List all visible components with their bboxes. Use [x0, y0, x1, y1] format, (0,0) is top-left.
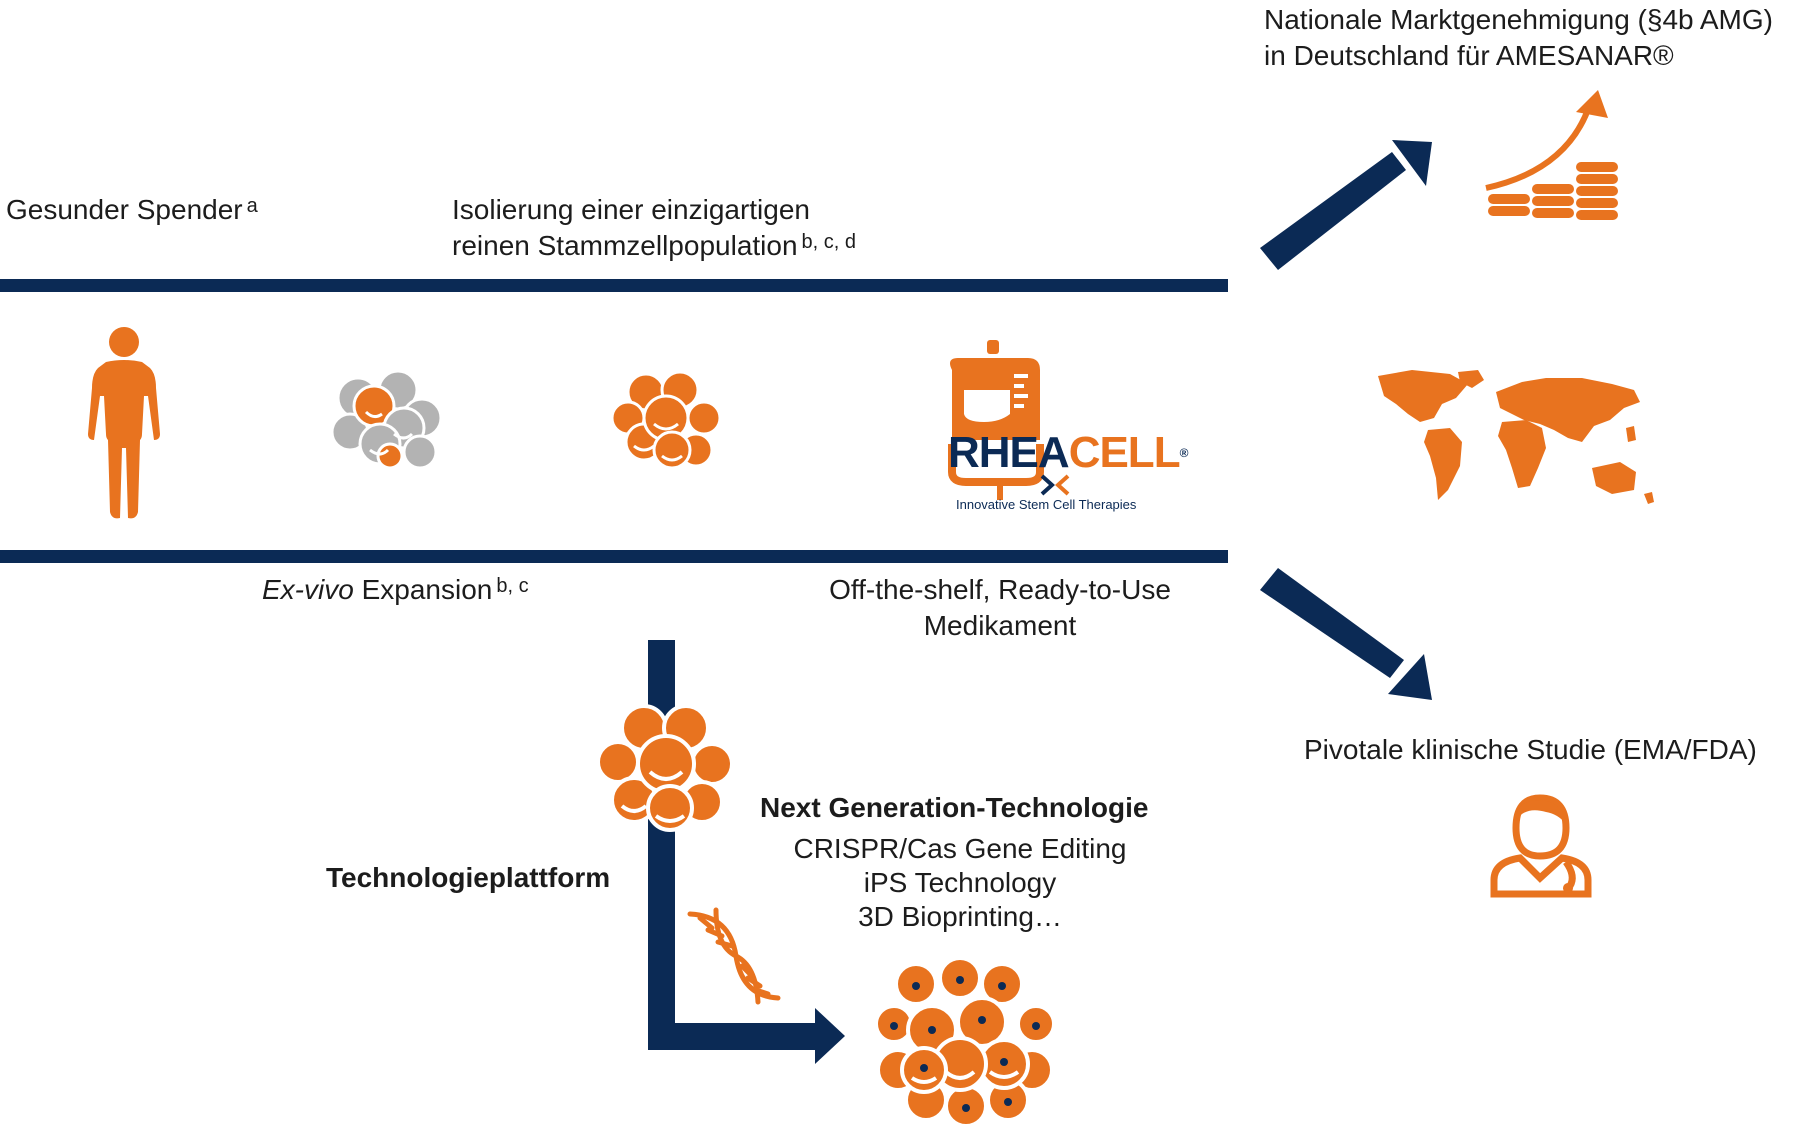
market-line2: in Deutschland für AMESANAR®	[1264, 40, 1674, 71]
arrow-up-right	[1260, 140, 1432, 270]
nextgen-item: iPS Technology	[863, 867, 1057, 898]
shelf-label: Off-the-shelf, Ready-to-Use Medikament	[810, 572, 1190, 644]
platform-label: Technologieplattform	[326, 862, 611, 893]
world-map-icon	[1378, 370, 1654, 504]
logo-tagline: Innovative Stem Cell Therapies	[956, 497, 1137, 512]
dna-icon	[687, 907, 781, 1005]
expansion-text: Expansion	[361, 574, 493, 605]
doctor-stethoscope-icon	[1490, 794, 1592, 898]
donor-footnote: a	[246, 195, 258, 217]
platform-cell-cluster-icon	[596, 704, 734, 832]
donor-text: Gesunder Spender	[6, 194, 243, 225]
logo-registered: ®	[1179, 446, 1189, 460]
shelf-line1: Off-the-shelf, Ready-to-Use	[829, 574, 1171, 605]
logo-brand-right: CELL	[1068, 428, 1181, 477]
nextgen-item: CRISPR/Cas Gene Editing	[793, 833, 1127, 864]
expansion-italic: Ex-vivo	[262, 574, 354, 605]
isolation-label: Isolierung einer einzigartigen reinen St…	[452, 192, 856, 264]
bottom-band-line	[0, 550, 1228, 563]
stem-cell-cluster-icon	[610, 370, 722, 470]
isolation-line1: Isolierung einer einzigartigen	[452, 194, 810, 225]
infusion-bag-icon	[948, 340, 1044, 500]
isolation-line2: reinen Stammzellpopulation	[452, 230, 798, 261]
nextgen-title: Next Generation-Technologie	[760, 792, 1149, 823]
logo-brand-left: RHEA	[948, 428, 1070, 477]
nextgen-item: 3D Bioprinting…	[858, 901, 1062, 932]
isolation-footnote: b, c, d	[801, 231, 857, 253]
expansion-footnote: b, c	[496, 575, 529, 597]
coins-growth-icon	[1485, 90, 1618, 220]
logo-cross-mark	[1040, 474, 1070, 496]
logo-wordmark: RHEACELL®	[948, 428, 1189, 478]
shelf-line2: Medikament	[923, 610, 1077, 641]
pivotal-label: Pivotale klinische Studie (EMA/FDA)	[1304, 734, 1757, 765]
market-label: Nationale Marktgenehmigung (§4b AMG) in …	[1264, 2, 1773, 74]
human-body-icon	[88, 327, 160, 519]
modified-cell-cluster-icon	[876, 960, 1056, 1126]
nextgen-list: CRISPR/Cas Gene Editing iPS Technology 3…	[790, 832, 1130, 934]
top-band-line	[0, 279, 1228, 292]
mixed-cell-cluster-icon	[330, 369, 443, 470]
arrow-down-right	[1260, 568, 1432, 700]
market-line1: Nationale Marktgenehmigung (§4b AMG)	[1264, 4, 1773, 35]
arrow-platform-to-nextgen	[648, 640, 845, 1064]
